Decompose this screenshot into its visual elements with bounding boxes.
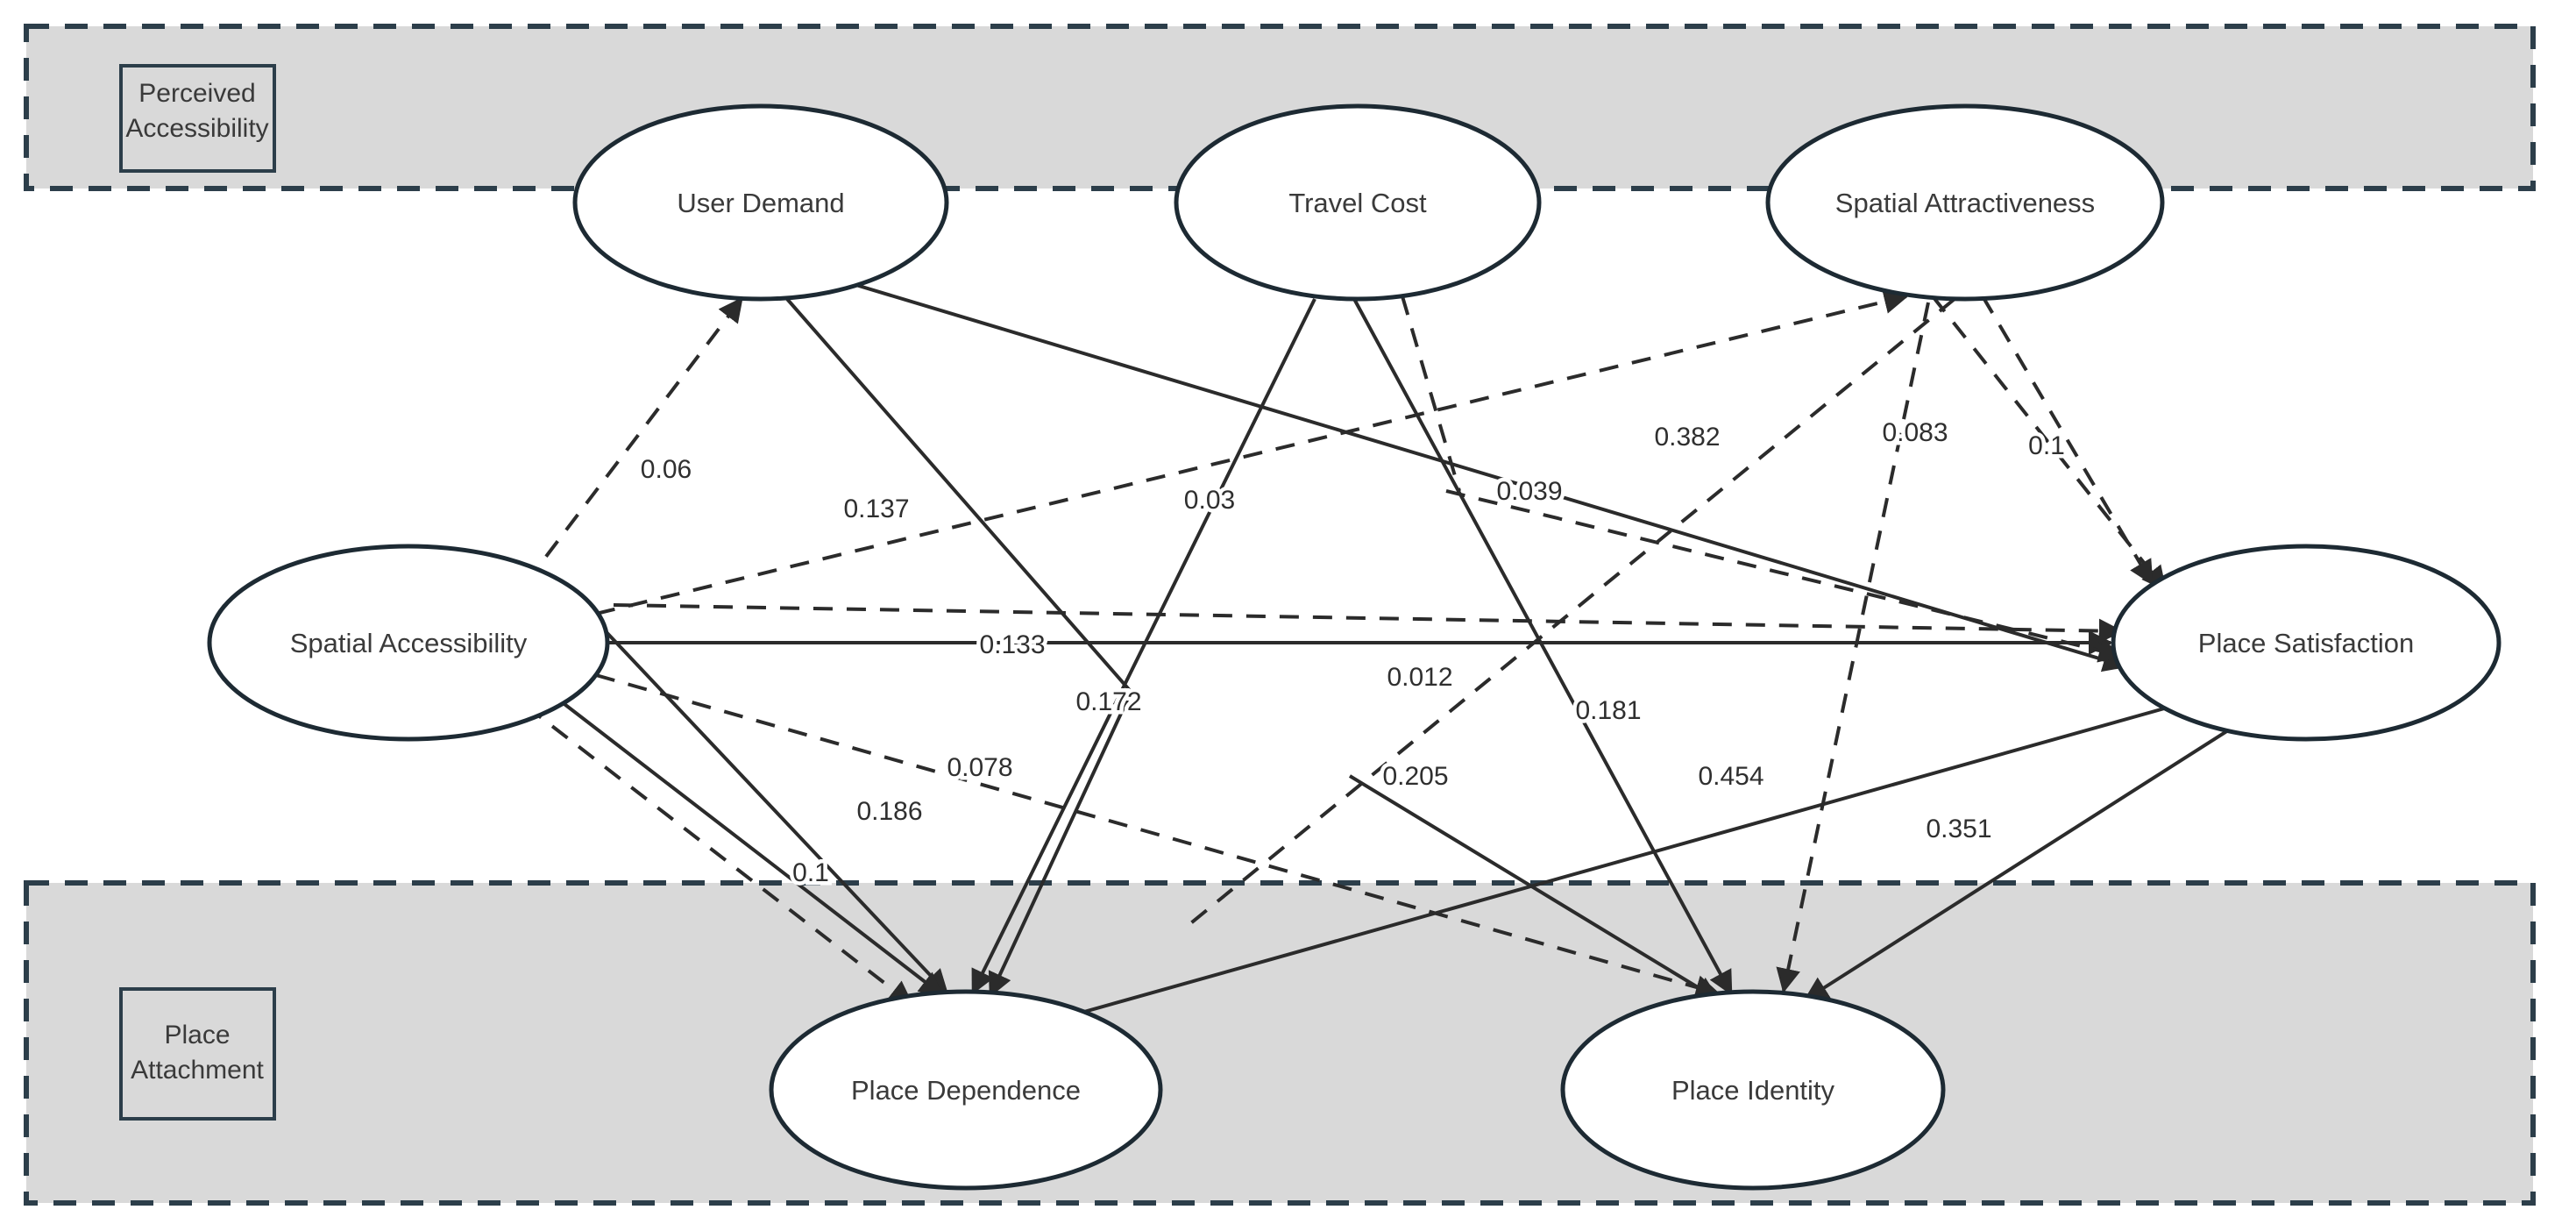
coefficient-label-4: 0.078 bbox=[943, 750, 1017, 786]
node-place-dependence[interactable]: Place Dependence bbox=[769, 989, 1163, 1191]
coefficient-label-5: 0.186 bbox=[853, 793, 926, 830]
coefficient-value-5: 0.186 bbox=[856, 797, 922, 826]
node-ellipse-spatial-attractiveness[interactable] bbox=[1765, 103, 2165, 302]
band-label-box-perceived-accessibility bbox=[119, 64, 276, 173]
coefficient-label-1: 0.137 bbox=[840, 491, 913, 528]
coefficient-value-7: 0.172 bbox=[1075, 687, 1141, 716]
node-user-demand[interactable]: User Demand bbox=[572, 103, 949, 302]
edge-dashed-accessibility-satisfaction bbox=[613, 603, 2124, 644]
edge-spatial-attractiveness-place-identity bbox=[1348, 774, 1721, 1001]
coefficient-value-4: 0.078 bbox=[947, 753, 1012, 782]
coefficient-value-15: 0.454 bbox=[1698, 762, 1763, 791]
coefficient-value-12: 0.083 bbox=[1882, 418, 1948, 447]
coefficient-value-6: 0.1 bbox=[792, 858, 829, 887]
node-label-place-identity: Place Identity bbox=[1671, 1075, 1835, 1106]
edge-spatial-accessibility-place-dependence-c bbox=[524, 704, 914, 1006]
coefficient-value-0: 0.06 bbox=[641, 455, 692, 484]
edge-travel-cost-place-satisfaction bbox=[1445, 489, 2124, 663]
node-ellipse-travel-cost[interactable] bbox=[1174, 103, 1542, 302]
coefficient-label-0: 0.06 bbox=[636, 452, 695, 488]
coefficient-label-7: 0.172 bbox=[1072, 684, 1146, 721]
band-label-box-place-attachment bbox=[119, 987, 276, 1121]
node-spatial-accessibility[interactable]: Spatial Accessibility bbox=[207, 544, 610, 742]
band-label-line1-place-attachment: Place bbox=[164, 1021, 230, 1050]
node-label-place-dependence: Place Dependence bbox=[851, 1075, 1081, 1106]
coefficient-value-1: 0.137 bbox=[843, 495, 909, 523]
coefficient-value-8: 0.382 bbox=[1654, 423, 1720, 452]
node-spatial-attractiveness[interactable]: Spatial Attractiveness bbox=[1765, 103, 2165, 302]
coefficient-value-13: 0.1 bbox=[2028, 431, 2065, 460]
coefficient-label-16: 0.351 bbox=[1922, 811, 1996, 848]
edge-travel-cost-place-identity bbox=[1352, 298, 1733, 996]
coefficient-value-9: 0.039 bbox=[1496, 477, 1562, 506]
node-place-identity[interactable]: Place Identity bbox=[1560, 989, 1946, 1191]
band-rect-place-attachment bbox=[24, 880, 2536, 1206]
edge-spatial-accessibility-place-dependence-a bbox=[587, 612, 948, 995]
node-label-place-satisfaction: Place Satisfaction bbox=[2198, 628, 2414, 658]
band-label-line2-place-attachment: Attachment bbox=[131, 1056, 264, 1085]
coefficient-label-14: 0.205 bbox=[1379, 758, 1452, 795]
coefficient-value-11: 0.012 bbox=[1387, 663, 1452, 692]
coefficient-label-12: 0.083 bbox=[1878, 415, 1952, 452]
node-travel-cost[interactable]: Travel Cost bbox=[1174, 103, 1542, 302]
node-ellipse-spatial-accessibility[interactable] bbox=[207, 544, 610, 742]
edge-spatial-accessibility-spatial-attractiveness bbox=[595, 289, 1909, 616]
edge-spatial-accessibility-place-dependence-b bbox=[559, 700, 945, 997]
edge-spatial-attractiveness-lower-dashed bbox=[1182, 297, 1956, 931]
band-label-line1-perceived-accessibility: Perceived bbox=[138, 79, 255, 108]
edge-layer bbox=[524, 279, 2237, 1032]
node-place-satisfaction[interactable]: Place Satisfaction bbox=[2111, 544, 2501, 742]
edge-user-demand-place-dependence-upper bbox=[785, 297, 1141, 703]
coefficient-label-layer: 0.06 0.137 0.03 0.133 0.078 0.186 0.1 0.… bbox=[636, 415, 2069, 892]
coefficient-value-10: 0.181 bbox=[1575, 696, 1641, 725]
edge-travel-cost-place-satisfaction-upper bbox=[1401, 295, 1461, 492]
coefficient-label-6: 0.1 bbox=[789, 855, 834, 892]
coefficient-label-2: 0.03 bbox=[1180, 482, 1238, 519]
edge-spatial-attractiveness-place-satisfaction-b bbox=[1981, 295, 2154, 586]
edge-user-demand-place-dependence bbox=[988, 692, 1132, 998]
coefficient-label-9: 0.039 bbox=[1493, 473, 1566, 510]
edge-dashed-attractiveness-identity bbox=[1776, 302, 1930, 993]
edge-user-demand-place-satisfaction bbox=[841, 279, 2128, 672]
node-ellipse-place-satisfaction[interactable] bbox=[2111, 544, 2501, 742]
coefficient-label-3: 0.133 bbox=[976, 627, 1049, 664]
node-label-spatial-accessibility: Spatial Accessibility bbox=[290, 628, 528, 658]
edge-travel-cost-place-dependence bbox=[971, 298, 1316, 995]
coefficient-label-13: 0.1 bbox=[2025, 428, 2069, 465]
node-label-user-demand: User Demand bbox=[677, 188, 844, 218]
coefficient-label-15: 0.454 bbox=[1694, 758, 1768, 795]
coefficient-value-16: 0.351 bbox=[1926, 815, 1991, 843]
node-label-travel-cost: Travel Cost bbox=[1288, 188, 1427, 218]
node-ellipse-user-demand[interactable] bbox=[572, 103, 949, 302]
coefficient-label-8: 0.382 bbox=[1650, 419, 1724, 456]
band-label-line2-perceived-accessibility: Accessibility bbox=[125, 114, 268, 143]
coefficient-value-14: 0.205 bbox=[1382, 762, 1448, 791]
edge-spatial-accessibility-place-identity bbox=[595, 673, 1721, 1000]
node-ellipse-place-dependence[interactable] bbox=[769, 989, 1163, 1191]
band-place-attachment: Place Attachment bbox=[24, 880, 2536, 1206]
coefficient-label-10: 0.181 bbox=[1572, 693, 1645, 729]
coefficient-value-3: 0.133 bbox=[979, 630, 1045, 659]
edge-place-satisfaction-place-identity bbox=[1803, 724, 2237, 1001]
edge-spatial-accessibility-user-demand bbox=[524, 296, 743, 585]
coefficient-label-11: 0.012 bbox=[1383, 659, 1457, 696]
coefficient-value-2: 0.03 bbox=[1184, 486, 1235, 515]
node-ellipse-place-identity[interactable] bbox=[1560, 989, 1946, 1191]
edge-place-satisfaction-place-dependence bbox=[1032, 704, 2175, 1032]
node-label-spatial-attractiveness: Spatial Attractiveness bbox=[1835, 188, 2095, 218]
